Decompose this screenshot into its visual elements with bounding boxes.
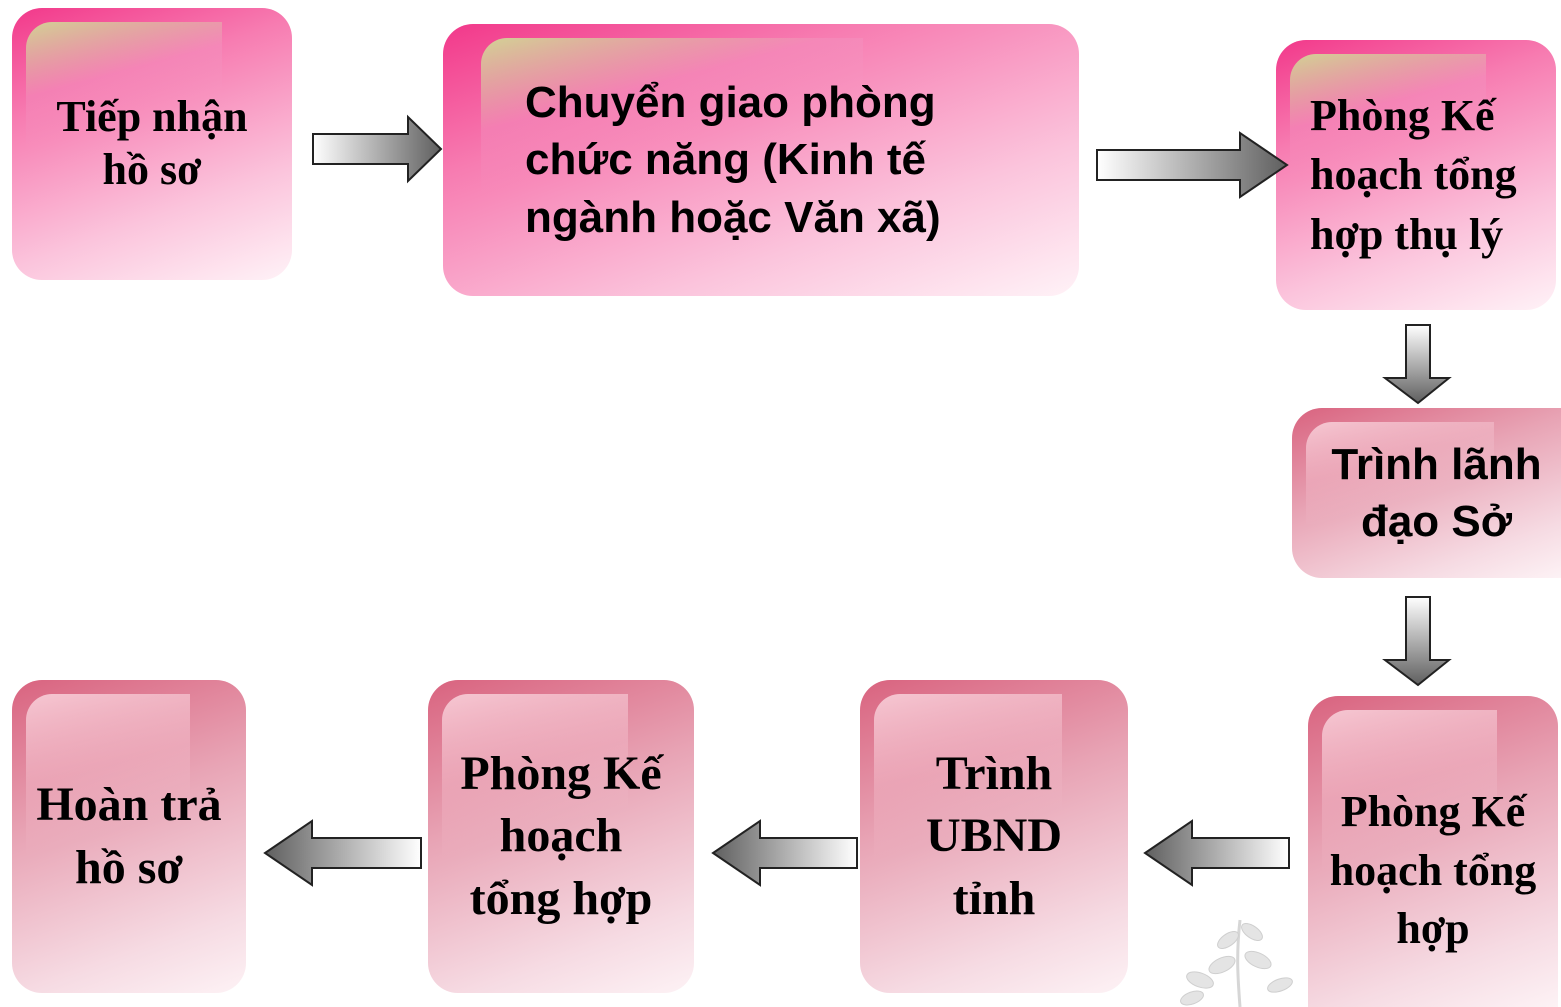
node-chuyen-giao: Chuyển giao phòng chức năng (Kinh tế ngà… [443,24,1079,296]
node-trinh-ubnd: Trình UBND tỉnh [860,680,1128,993]
node-trinh-lanh-dao: Trình lãnh đạo Sở [1292,408,1561,578]
leaf-sprig-icon [1180,919,1293,1007]
block-arrow-icon [312,114,443,184]
node-label: Phòng Kế hoạch tổng hợp [1329,787,1537,954]
block-arrow-icon [711,819,858,887]
node-tiep-nhan: Tiếp nhận hồ sơ [12,8,292,280]
node-label: Trình lãnh đạo Sở [1331,439,1542,546]
node-phong-ke-hoach-tong-hop-1: Phòng Kế hoạch tổng hợp [1308,696,1558,1007]
node-label: Phòng Kế hoạch tổng hợp thụ lý [1310,90,1517,259]
block-arrow-icon [1143,819,1290,887]
block-arrow-icon [1382,324,1452,405]
node-hoan-tra: Hoàn trả hồ sơ [12,680,246,993]
node-phong-ke-hoach-thu-ly: Phòng Kế hoạch tổng hợp thụ lý [1276,40,1556,310]
node-phong-ke-hoach-tong-hop-2: Phòng Kế hoạch tổng hợp [428,680,694,993]
node-label: Hoàn trả hồ sơ [36,778,222,894]
node-label: Trình UBND tỉnh [925,746,1062,925]
block-arrow-icon [263,819,422,887]
node-label: Phòng Kế hoạch tổng hợp [460,746,662,925]
block-arrow-icon [1096,131,1289,199]
node-label: Tiếp nhận hồ sơ [56,92,248,194]
node-label: Chuyển giao phòng chức năng (Kinh tế ngà… [525,77,941,242]
block-arrow-icon [1382,596,1452,687]
